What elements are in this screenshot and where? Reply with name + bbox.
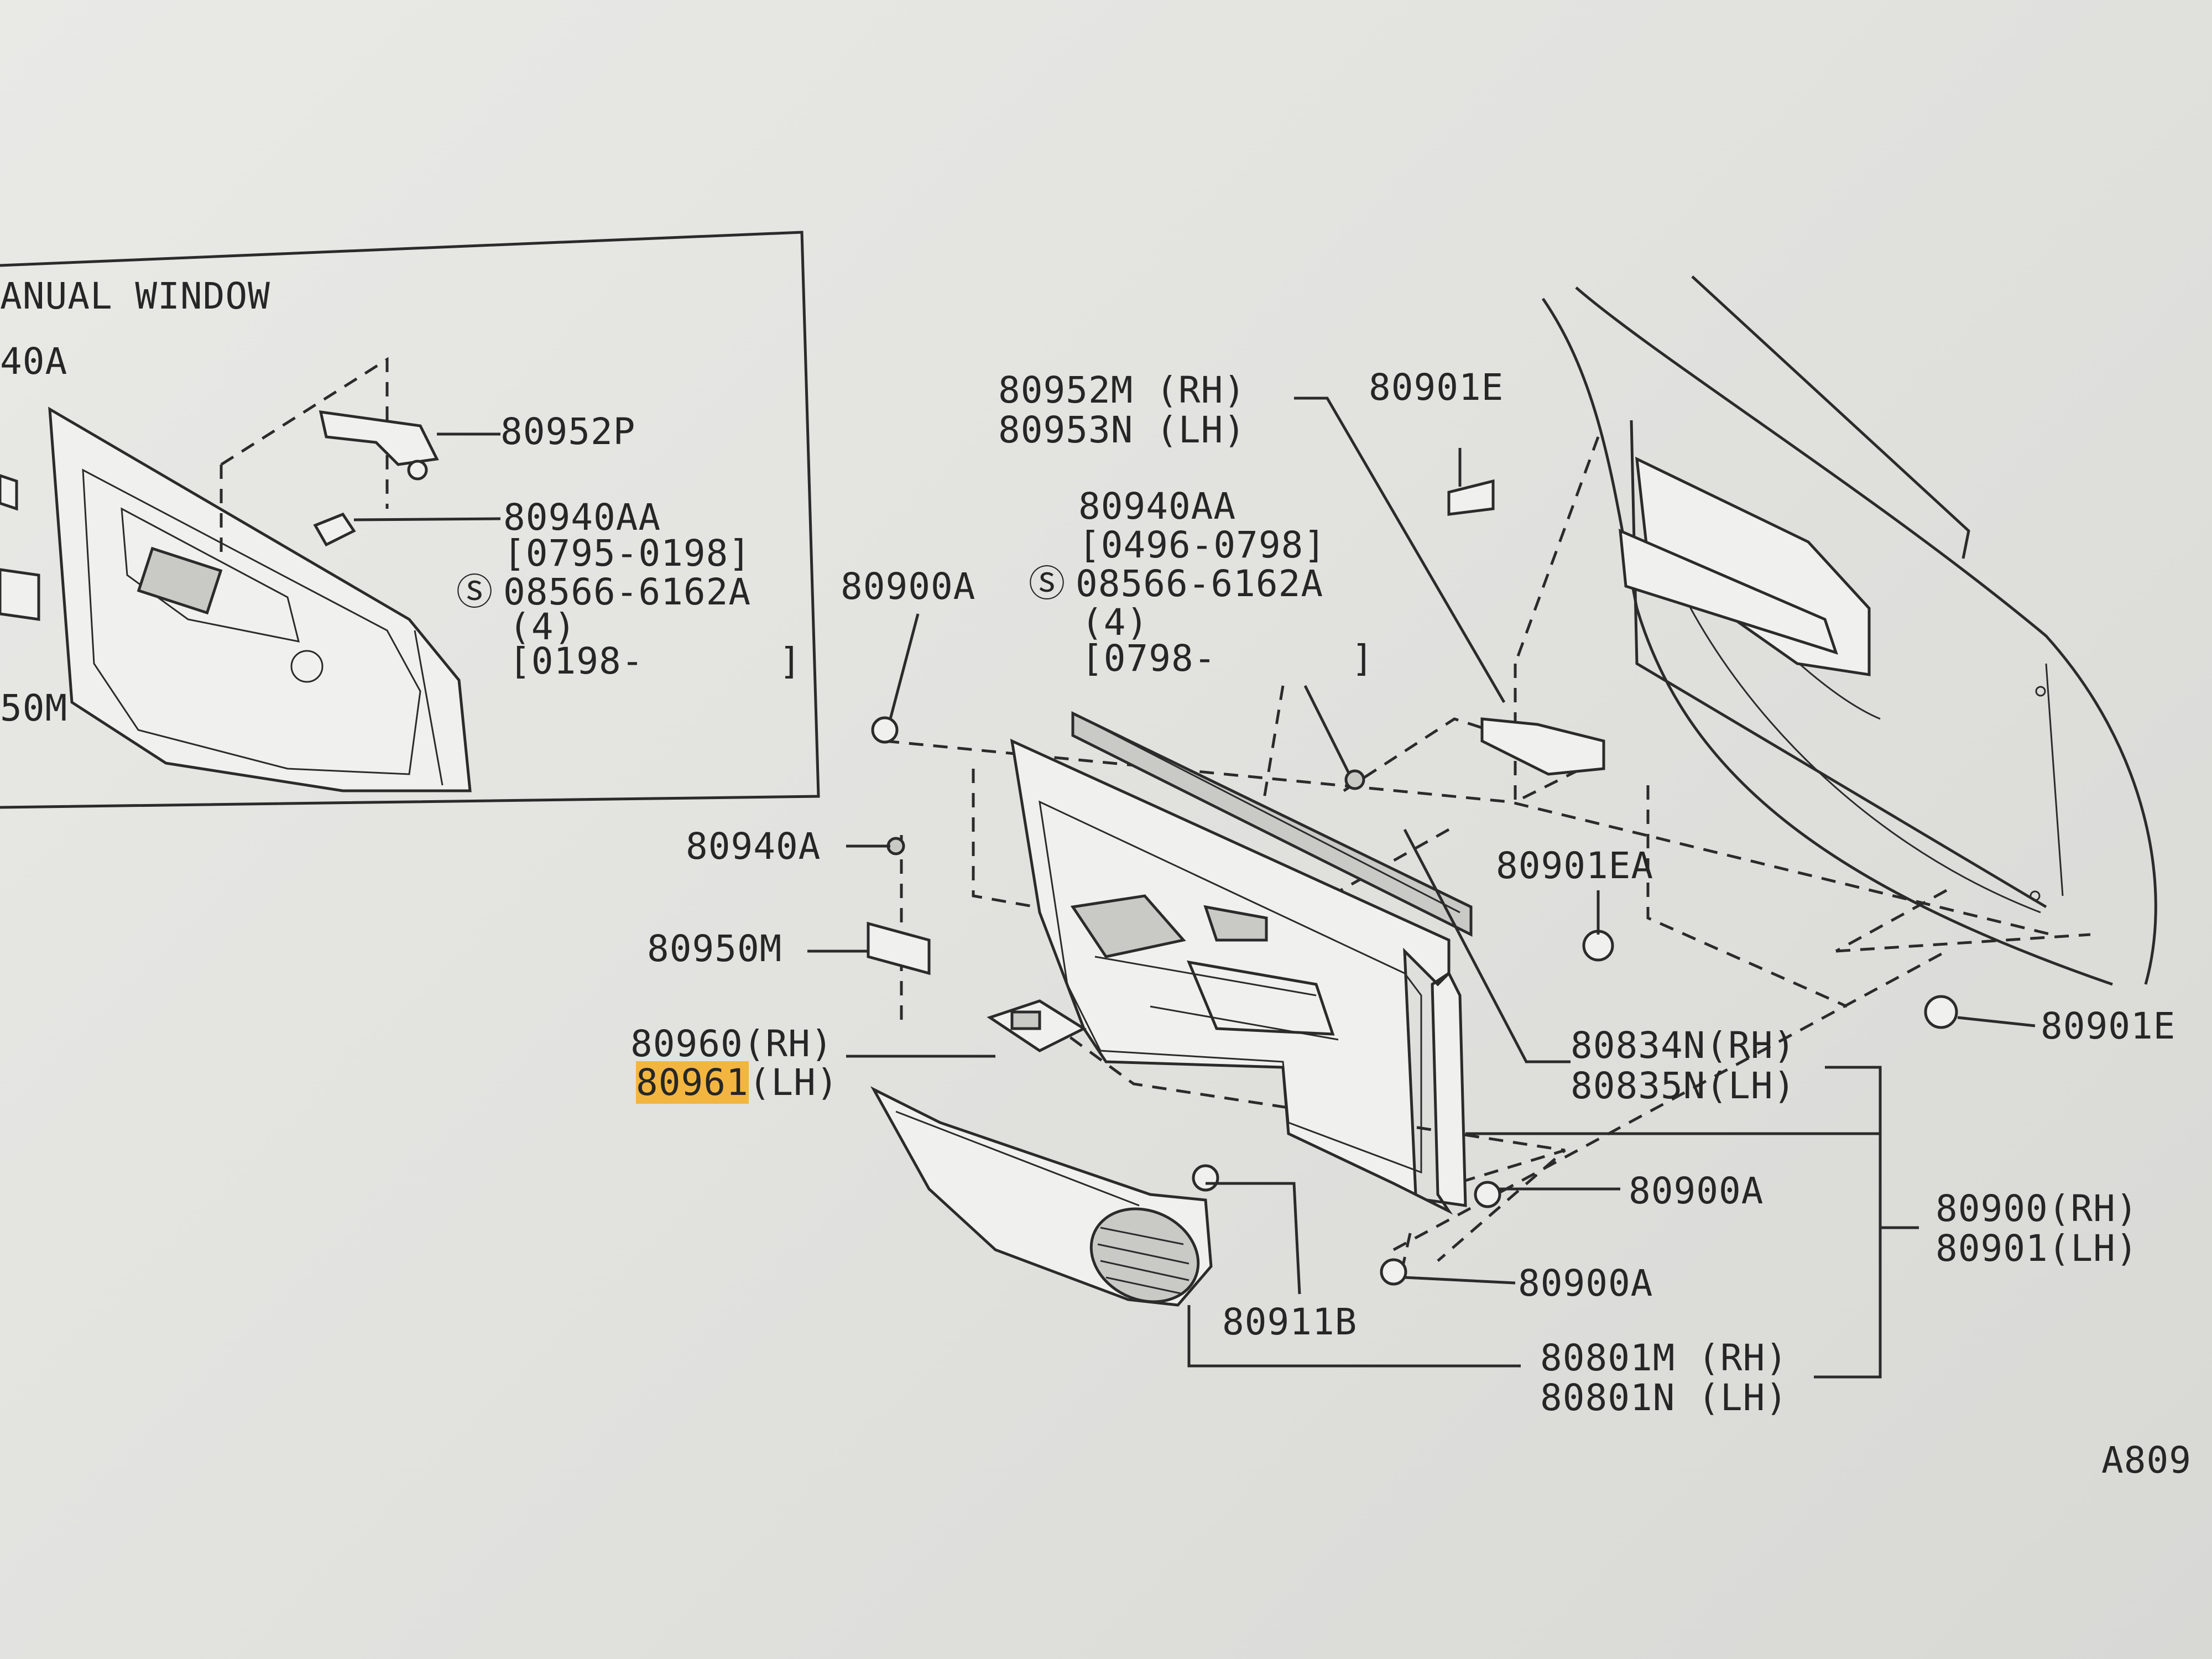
label-80940a: 80940A: [686, 825, 821, 868]
label-80801m: 80801M (RH): [1540, 1337, 1788, 1379]
label-80940aa: 80940AA: [1078, 485, 1237, 528]
inset-part-50m: 50M: [0, 687, 68, 729]
label-80900a-low: 80900A: [1518, 1262, 1653, 1305]
label-80801n: 80801N (LH): [1540, 1376, 1788, 1419]
label-80961: 80961(LH): [636, 1061, 839, 1104]
inset-range-a: [0795-0198]: [503, 532, 752, 575]
leader-lines: [807, 397, 2036, 1379]
label-80960-code: 80960: [630, 1022, 743, 1065]
label-screw-code: 08566-6162A: [1076, 562, 1324, 605]
label-range-d: [0798- ]: [1081, 637, 1374, 680]
inset-screw-qty: (4): [509, 606, 577, 648]
inset-parts: [220, 357, 501, 553]
lower-armrest-panel: [870, 1086, 1213, 1307]
diagram-reference: A809: [2101, 1439, 2192, 1481]
inset-part-40a: 40A: [0, 340, 68, 383]
label-80901e-top: 80901E: [1369, 366, 1504, 409]
label-80900a-top: 80900A: [841, 565, 976, 608]
inset-frame: [0, 231, 820, 809]
label-80901e-right: 80901E: [2041, 1005, 2176, 1047]
door-trim-panel: [1010, 711, 1473, 1215]
speaker-grille-lines: [1097, 1227, 1190, 1295]
inset-screw-code: 08566-6162A: [503, 571, 752, 613]
small-parts: [867, 479, 1958, 1286]
inset-screw-s-icon: Ⓢ: [456, 571, 493, 613]
label-80834n: 80834N(RH): [1571, 1024, 1796, 1067]
label-80950m: 80950M: [647, 927, 782, 970]
label-80900: 80900(RH): [1936, 1187, 2138, 1230]
label-80952m: 80952M (RH): [998, 369, 1246, 411]
inset-door-panel: [0, 406, 472, 792]
label-80960-side: (RH): [743, 1022, 833, 1065]
label-80960: 80960(RH): [630, 1024, 833, 1064]
main-screw-s-icon: Ⓢ: [1029, 562, 1066, 605]
inset-title: ANUAL WINDOW: [0, 275, 270, 317]
label-range-c: [0496-0798]: [1078, 524, 1327, 566]
label-80835n: 80835N(LH): [1571, 1065, 1796, 1107]
label-80953n: 80953N (LH): [998, 409, 1246, 451]
inset-range-b: [0198- ]: [509, 640, 802, 682]
label-80961-side: (LH): [748, 1061, 839, 1104]
label-80911b: 80911B: [1222, 1301, 1358, 1343]
label-80901: 80901(LH): [1936, 1227, 2138, 1270]
label-80900a-mid: 80900A: [1629, 1170, 1764, 1212]
inset-part-80940aa: 80940AA: [503, 496, 661, 539]
inset-part-80952p: 80952P: [500, 410, 636, 453]
label-80901ea: 80901EA: [1496, 844, 1654, 887]
label-screw-qty: (4): [1081, 601, 1149, 644]
label-80961-code-highlighted: 80961: [636, 1061, 749, 1104]
door-shell: [1541, 275, 2157, 986]
